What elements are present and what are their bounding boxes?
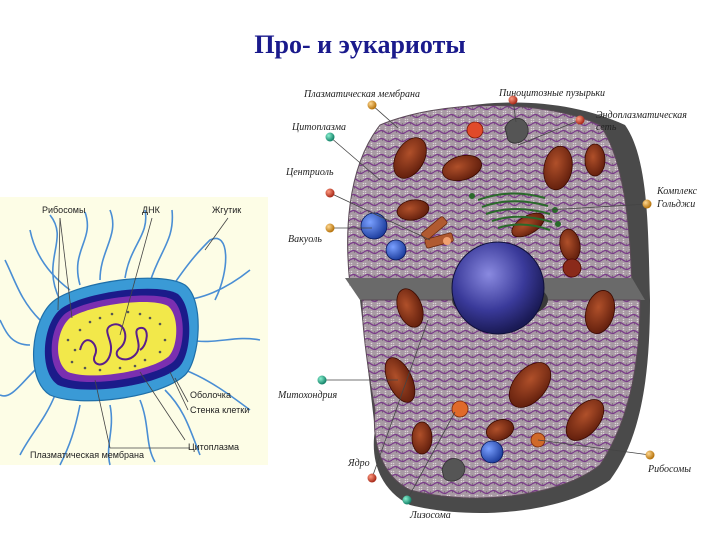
marker-er: [575, 115, 585, 125]
label-pro-flagellum: Жгутик: [212, 205, 241, 215]
golgi-apparatus: [469, 192, 561, 231]
prokaryote-ribosomes: [66, 310, 167, 372]
prokaryote-diagram: Рибосомы ДНК Жгутик Оболочка Стенка клет…: [0, 197, 268, 466]
organelle-orange-top: [466, 121, 484, 139]
marker-golgi: [642, 199, 652, 209]
label-pro-capsule: Оболочка: [190, 390, 231, 400]
nucleus: [451, 241, 545, 335]
vacuole-large: [360, 212, 388, 240]
marker-cytoplasm: [325, 132, 335, 142]
label-pro-cell-wall: Стенка клетки: [190, 405, 249, 415]
label-eu-golgi-line2: Гольджи: [656, 199, 695, 210]
marker-plasma-membrane: [367, 100, 377, 110]
prokaryote-cytoplasm: [58, 301, 177, 376]
label-eu-er-line2: сеть: [596, 122, 617, 133]
organelle-small: [443, 237, 451, 245]
prokaryote-leaders: [57, 217, 229, 449]
label-eu-centriole: Центриоль: [285, 167, 334, 178]
label-eu-mitochondria: Митохондрия: [277, 390, 338, 401]
eukaryote-diagram: Плазматическая мембрана Пиноцитозные пуз…: [277, 88, 698, 521]
label-eu-er-line1: Эндоплазматическая: [596, 110, 687, 121]
label-pro-dna: ДНК: [142, 205, 161, 215]
eukaryote-leaders: [322, 99, 651, 501]
marker-ribosomes: [645, 450, 655, 460]
mitochondria-group: [384, 137, 616, 455]
label-eu-plasma-membrane: Плазматическая мембрана: [303, 89, 420, 100]
label-pro-ribosomes: Рибосомы: [42, 205, 85, 215]
lysosome-indentation: [441, 458, 466, 482]
marker-mitochondria: [317, 375, 327, 385]
flagella: [0, 209, 261, 466]
label-eu-nucleus: Ядро: [347, 458, 370, 469]
label-pro-plasma-membrane: Плазматическая мембрана: [30, 450, 144, 460]
label-eu-golgi-line1: Комплекс: [656, 186, 698, 197]
marker-vacuole: [325, 223, 335, 233]
label-eu-lysosome: Лизосома: [409, 510, 451, 521]
page-title: Про- и эукариоты: [254, 30, 466, 59]
label-eu-pinocytic-vesicles: Пиноцитозные пузырьки: [498, 88, 605, 99]
pinocytic-vesicle: [504, 117, 529, 144]
marker-centriole: [325, 188, 335, 198]
lysosome-body: [451, 400, 469, 418]
prokaryote-dna: [79, 323, 148, 366]
label-eu-cytoplasm: Цитоплазма: [291, 122, 346, 133]
label-markers: [317, 95, 655, 505]
label-eu-vacuole: Вакуоль: [288, 234, 322, 245]
label-eu-ribosomes: Рибосомы: [647, 464, 691, 475]
vacuole-lower: [480, 440, 504, 464]
marker-pinocytic-vesicles: [508, 95, 518, 105]
label-pro-cytoplasm: Цитоплазма: [188, 442, 239, 452]
marker-lysosome: [402, 495, 412, 505]
vacuole-small: [385, 239, 407, 261]
organelle-red: [562, 258, 582, 278]
marker-nucleus: [367, 473, 377, 483]
cell-bottom-body: [361, 299, 641, 499]
